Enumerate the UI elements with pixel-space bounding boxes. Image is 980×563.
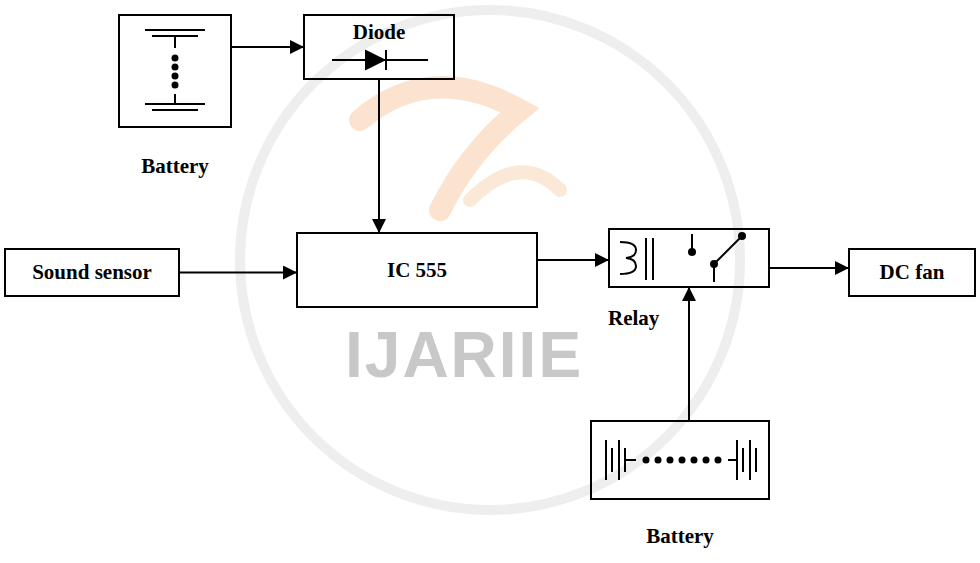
node-label: DC fan xyxy=(880,260,945,284)
battery-box: Battery xyxy=(118,14,232,128)
node-label: Sound sensor xyxy=(32,260,152,284)
relay-box: Relay xyxy=(608,228,770,288)
battery-symbol xyxy=(145,30,205,110)
watermark-graphic xyxy=(240,10,740,510)
diode-box: Diode xyxy=(303,14,455,80)
arrow-connector xyxy=(378,80,380,232)
arrow-connector xyxy=(770,267,848,269)
node-label: Battery xyxy=(120,154,230,178)
node-label: Relay xyxy=(608,306,659,330)
battery-symbol xyxy=(606,440,756,480)
arrow-connector xyxy=(688,288,690,420)
fan-box: DC fan xyxy=(848,248,976,297)
watermark-text: IJARIIE xyxy=(345,318,583,392)
battery-box: Battery xyxy=(590,420,770,500)
arrow-connector xyxy=(232,46,303,48)
arrow-connector xyxy=(180,272,296,274)
diode-symbol xyxy=(332,50,428,70)
arrow-connector xyxy=(538,259,608,261)
node-label: IC 555 xyxy=(387,258,447,282)
node-label: Diode xyxy=(305,20,453,44)
ic-box: IC 555 xyxy=(296,232,538,308)
sensor-box: Sound sensor xyxy=(4,248,180,297)
relay-symbol xyxy=(620,233,745,282)
node-label: Battery xyxy=(592,524,768,548)
